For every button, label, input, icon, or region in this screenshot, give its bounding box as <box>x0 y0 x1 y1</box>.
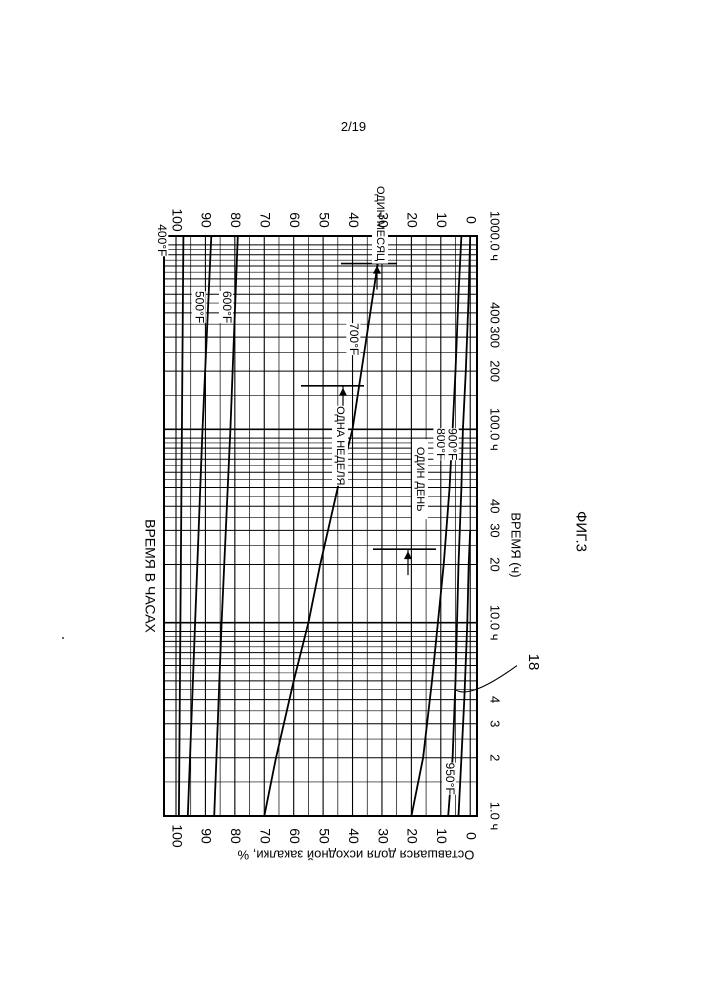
annotation-label: ОДИН ДЕНЬ <box>414 447 426 512</box>
y-tick-label-top: 20 <box>405 212 421 228</box>
series-label-400F: 400°F <box>155 224 169 256</box>
x-tick-label: 1.0 ч <box>488 802 503 830</box>
y-tick-label-top: 50 <box>316 212 332 228</box>
y-tick-label-top: 70 <box>258 212 274 228</box>
chart-frame <box>164 236 477 816</box>
figure-label: ФИГ.3 <box>573 502 590 562</box>
x-tick-label: 10.0 ч <box>488 605 503 641</box>
x-tick-label: 2 <box>488 754 503 761</box>
y-tick-label-top: 80 <box>228 212 244 228</box>
x-tick-label: 40 <box>488 499 503 513</box>
y-tick-label-top: 40 <box>346 212 362 228</box>
annotation-arrow-head <box>404 551 412 559</box>
chart-grid <box>164 236 477 816</box>
x-tick-label: 100.0 ч <box>488 408 503 451</box>
x-axis-label: ВРЕМЯ (ч) <box>509 512 524 577</box>
chart-labels: 400°F500°F600°F700°F800°F900°F950°F10010… <box>142 208 542 862</box>
y-tick-label-top: 30 <box>375 212 391 228</box>
series-label-900F: 900°F <box>446 428 460 460</box>
y-tick-label-top: 90 <box>199 212 215 228</box>
y-tick-label-top: 10 <box>434 212 450 228</box>
series-line-950F <box>459 530 471 816</box>
x-tick-label: 20 <box>488 557 503 571</box>
reference-numeral: 18 <box>525 654 542 671</box>
x-tick-label: 300 <box>488 326 503 348</box>
y-tick-label-bottom: 40 <box>346 828 362 844</box>
annotation-arrow-head <box>373 266 381 274</box>
x-tick-label: 3 <box>488 720 503 727</box>
y-axis-label: Оставшаяся доля исходной закалки, % <box>237 848 474 863</box>
y-tick-label-bottom: 70 <box>258 828 274 844</box>
y-tick-label-top: 60 <box>287 212 303 228</box>
annotation-label: ОДНА НЕДЕЛЯ <box>334 406 346 485</box>
x-tick-label: 400 <box>488 302 503 324</box>
y-tick-label-bottom: 10 <box>434 828 450 844</box>
series-label-600F: 600°F <box>220 291 234 323</box>
y-tick-label-bottom: 20 <box>405 828 421 844</box>
chart-title: ВРЕМЯ В ЧАСАХ <box>142 519 158 633</box>
series-label-950F: 950°F <box>443 763 457 795</box>
series-line-400F <box>179 236 184 816</box>
stray-mark <box>62 637 64 639</box>
y-tick-label-top: 0 <box>464 216 480 224</box>
y-tick-label-bottom: 90 <box>199 828 215 844</box>
series-label-700F: 700°F <box>347 323 361 355</box>
series-line-900F <box>448 236 470 816</box>
y-tick-label-bottom: 30 <box>375 828 391 844</box>
series-label-500F: 500°F <box>193 291 207 323</box>
chart-annotations: ОДИН ДЕНЬОДНА НЕДЕЛЯОДИН МЕСЯЦ <box>301 184 436 576</box>
y-tick-label-bottom: 60 <box>287 828 303 844</box>
x-tick-label: 1000.0 ч <box>488 211 503 261</box>
y-tick-label-bottom: 100 <box>169 824 185 848</box>
y-tick-label-top: 100 <box>169 208 185 232</box>
y-tick-label-bottom: 80 <box>228 828 244 844</box>
y-tick-label-bottom: 0 <box>464 832 480 840</box>
x-tick-label: 200 <box>488 360 503 382</box>
x-tick-label: 4 <box>488 696 503 703</box>
plot-border <box>164 236 477 816</box>
annotation-arrow-head <box>339 388 347 396</box>
y-tick-label-bottom: 50 <box>316 828 332 844</box>
x-tick-label: 30 <box>488 523 503 537</box>
